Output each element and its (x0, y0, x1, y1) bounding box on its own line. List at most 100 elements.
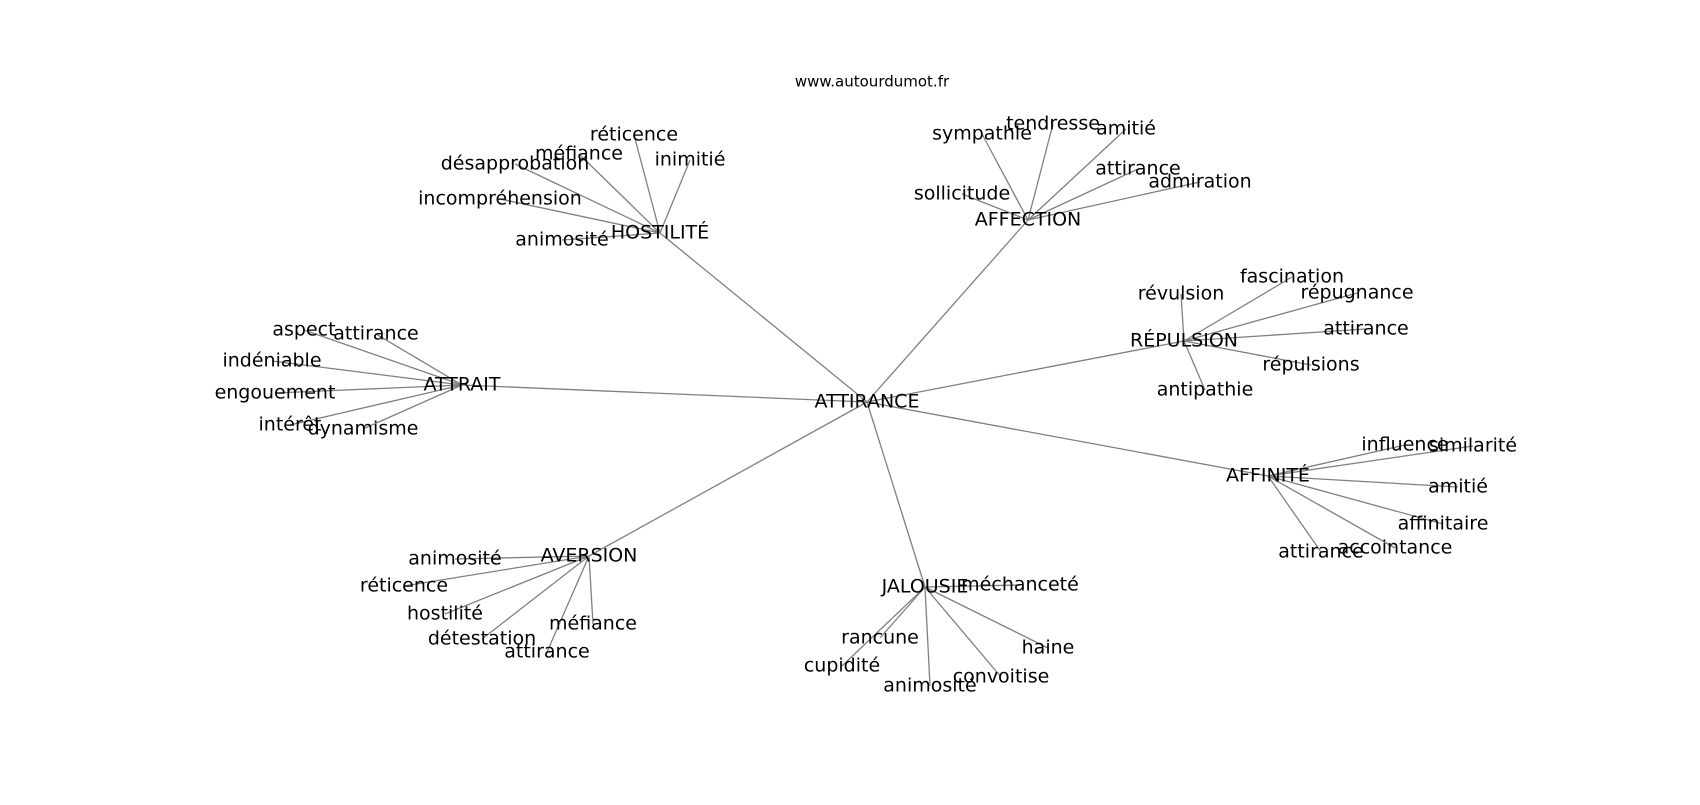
leaf-edge (1027, 128, 1127, 221)
leaf-word-label: amitié (1428, 476, 1488, 498)
leaf-edge (1267, 475, 1444, 525)
leaf-edge (879, 586, 926, 639)
leaf-word-label: dynamisme (308, 418, 419, 440)
leaf-edge (961, 193, 1029, 221)
center-edge (588, 401, 868, 557)
leaf-edge (499, 198, 661, 234)
leaf-edge (578, 153, 661, 234)
leaf-edge (1267, 475, 1322, 553)
leaf-edge (454, 555, 590, 560)
leaf-word-label: animosité (883, 675, 976, 697)
leaf-word-label: désapprobation (441, 153, 590, 175)
leaf-edge (924, 586, 1002, 678)
leaf-edge (633, 134, 661, 234)
leaf-word-label: admiration (1148, 171, 1251, 193)
leaf-word-label: méchanceté (961, 574, 1079, 596)
leaf-word-label: aspect (272, 319, 335, 341)
leaf-edge (375, 333, 463, 386)
leaf-edge (1183, 340, 1312, 366)
leaf-word-label: rancune (841, 627, 919, 649)
leaf-edge (1180, 293, 1185, 342)
leaf-edge (1267, 475, 1459, 488)
leaf-word-label: réticence (360, 575, 448, 597)
leaf-word-label: hostilité (407, 603, 483, 625)
leaf-word-label: affinitaire (1398, 513, 1489, 535)
leaf-word-label: accointance (1338, 537, 1453, 559)
leaf-word-label: similarité (1429, 435, 1517, 457)
leaf-edge (924, 586, 1049, 649)
edges-layer (271, 123, 1474, 687)
leaf-edge (1183, 340, 1206, 391)
leaf-word-label: antipathie (1157, 379, 1254, 401)
leaf-word-label: incompréhension (418, 188, 582, 210)
credit-text: www.autourdumot.fr (795, 73, 950, 91)
leaf-word-label: attirance (504, 641, 589, 663)
leaf-word-label: détestation (428, 628, 536, 650)
leaf-word-label: fascination (1240, 266, 1344, 288)
leaf-edge (1027, 123, 1054, 221)
leaf-edge (289, 384, 463, 426)
leaf-edge (1027, 181, 1201, 221)
leaf-edge (514, 163, 661, 234)
leaf-word-label: sympathie (932, 123, 1032, 145)
leaf-word-label: méfiance (535, 143, 623, 165)
leaf-edge (924, 586, 931, 687)
leaf-edge (1183, 276, 1293, 342)
leaf-edge (444, 555, 590, 615)
leaf-word-label: répugnance (1300, 282, 1413, 304)
leaf-edge (303, 329, 463, 386)
center-edge (866, 401, 926, 588)
leaf-word-label: attirance (1278, 541, 1363, 563)
leaf-edge (1267, 445, 1474, 477)
leaf-edge (561, 232, 661, 241)
center-edge (866, 219, 1029, 403)
hub-node-label: ATTRAIT (423, 374, 500, 396)
leaf-word-label: animosité (515, 229, 608, 251)
hub-node-label: AFFECTION (975, 209, 1082, 231)
leaf-edge (403, 555, 590, 587)
center-edge (866, 401, 1269, 477)
leaf-word-label: influence (1361, 434, 1448, 456)
leaf-word-label: méfiance (549, 613, 637, 635)
leaf-word-label: engouement (215, 382, 336, 404)
hub-node-label: RÉPULSION (1130, 329, 1238, 352)
leaf-word-label: révulsion (1138, 283, 1225, 305)
leaf-word-label: intérêt (259, 414, 322, 436)
leaf-word-label: attirance (1323, 318, 1408, 340)
leaf-word-label: indéniable (222, 350, 321, 372)
leaf-word-label: animosité (408, 548, 501, 570)
leaf-edge (588, 555, 594, 625)
leaf-edge (1183, 328, 1367, 342)
leaf-edge (659, 159, 691, 234)
leaf-word-label: inimitié (655, 149, 726, 171)
hub-node-label: JALOUSIE (881, 576, 969, 598)
leaf-edge (1267, 444, 1406, 477)
center-edge (866, 340, 1185, 403)
leaf-edge (1183, 292, 1358, 342)
leaf-word-label: convoitise (953, 666, 1050, 688)
leaf-edge (1027, 168, 1139, 221)
leaf-edge (271, 360, 463, 386)
leaf-word-label: haine (1022, 637, 1075, 659)
leaf-edge (924, 584, 1021, 588)
leaf-edge (546, 555, 590, 653)
hub-node-label: HOSTILITÉ (611, 221, 709, 244)
leaf-word-label: attirance (1095, 158, 1180, 180)
leaf-word-label: tendresse (1006, 113, 1100, 135)
leaf-word-label: réticence (590, 124, 678, 146)
leaf-word-label: sollicitude (914, 183, 1010, 205)
leaf-edge (1267, 475, 1396, 549)
leaf-edge (274, 384, 463, 394)
leaf-edge (981, 133, 1029, 221)
center-edge (461, 384, 868, 403)
center-edge (659, 232, 868, 403)
leaf-edge (841, 586, 926, 667)
leaf-word-label: répulsions (1262, 354, 1359, 376)
leaf-edge (362, 384, 463, 430)
hub-node-label: AFFINITÉ (1226, 464, 1310, 487)
leaf-word-label: cupidité (804, 655, 880, 677)
leaf-word-label: attirance (333, 323, 418, 345)
